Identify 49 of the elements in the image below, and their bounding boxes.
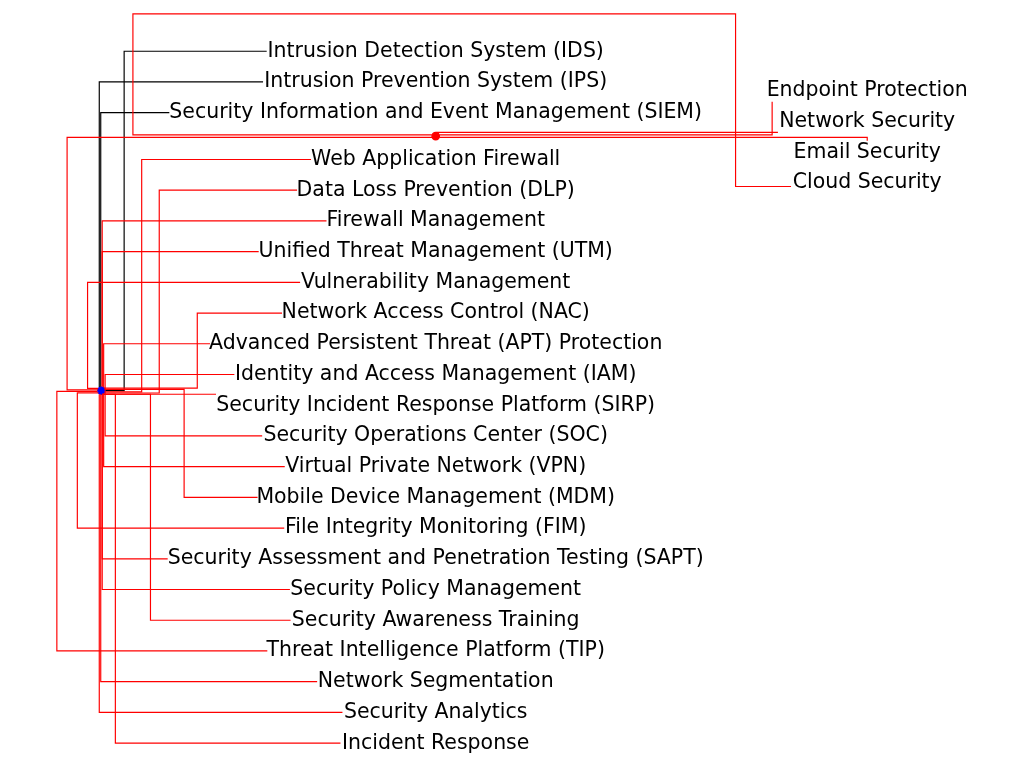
node-text: Endpoint Protection	[766, 77, 968, 102]
connector	[103, 388, 258, 498]
node-text: Cloud Security	[792, 169, 942, 194]
node-text: Network Security	[778, 107, 955, 132]
node-text: Network Access Control (NAC)	[281, 299, 590, 324]
connector	[104, 373, 235, 391]
node-text: Advanced Persistent Threat (APT) Protection	[208, 330, 662, 355]
node-text: Unified Threat Management (UTM)	[258, 238, 613, 263]
connector	[101, 220, 327, 387]
node-text: Security Assessment and Penetration Testing (SAPT)	[167, 545, 704, 570]
node-text: Network Segmentation	[317, 668, 554, 693]
connector	[86, 281, 301, 389]
connector	[131, 13, 792, 188]
node-text: Security Operations Center (SOC)	[263, 422, 608, 447]
node-circle	[430, 131, 440, 141]
connector	[99, 393, 318, 683]
connector	[99, 112, 170, 388]
node-text: Security Incident Response Platform (SIRP)	[215, 391, 655, 416]
node-circle	[96, 386, 106, 395]
node-text: Security Analytics	[343, 698, 527, 723]
node-text: Security Information and Event Management (SIEM)	[168, 99, 702, 124]
connector	[76, 392, 285, 529]
connector	[104, 390, 263, 437]
node-text: Intrusion Detection System (IDS)	[267, 37, 604, 62]
connector	[101, 251, 259, 388]
connector	[55, 390, 268, 652]
connector	[104, 158, 312, 393]
node-text: Incident Response	[341, 729, 529, 754]
connector	[438, 101, 773, 136]
connector	[102, 393, 285, 468]
connector	[438, 136, 868, 142]
node-text: Email Security	[793, 138, 941, 163]
connector	[103, 189, 298, 394]
node-text: Data Loss Prevention (DLP)	[296, 176, 575, 201]
node-text: Vulnerability Management	[300, 268, 570, 293]
connector	[102, 343, 211, 389]
connector	[66, 136, 433, 391]
node-text: Threat Intelligence Platform (TIP)	[266, 637, 605, 662]
node-text: Web Application Firewall	[310, 145, 560, 170]
node-text: Identity and Access Management (IAM)	[234, 360, 636, 385]
node-text: Security Awareness Training	[291, 606, 580, 631]
node-text: Intrusion Prevention System (IPS)	[263, 68, 607, 93]
node-text: File Integrity Monitoring (FIM)	[284, 514, 586, 539]
connector	[103, 312, 283, 389]
node-text: Virtual Private Network (VPN)	[284, 453, 586, 478]
node-text: Security Policy Management	[289, 575, 581, 600]
node-text: Mobile Device Management (MDM)	[255, 483, 615, 508]
node-text: Firewall Management	[325, 207, 545, 232]
connector	[435, 131, 778, 133]
